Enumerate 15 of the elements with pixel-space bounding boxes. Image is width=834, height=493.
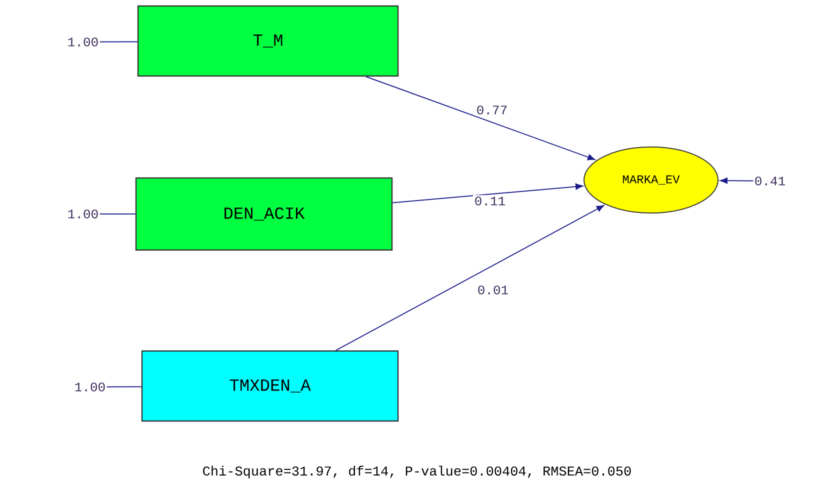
arrow xyxy=(720,178,754,184)
arrow xyxy=(392,183,584,204)
coefficient-label: 0.41 xyxy=(755,176,785,186)
arrow xyxy=(365,76,596,160)
coefficient-label: 1.00 xyxy=(68,38,98,46)
edge-label: 0.11 xyxy=(472,195,508,207)
coefficient-label: 1.00 xyxy=(68,210,98,218)
fit-statistics: Chi-Square=31.97, df=14, P-value=0.00404, RMSEA=0.050 xyxy=(203,466,631,478)
variable-box: DEN_ACIK xyxy=(135,177,393,251)
variable-box: TMXDEN_A xyxy=(141,350,399,422)
edge-label: 0.77 xyxy=(474,104,510,116)
edge-label: 0.01 xyxy=(476,284,510,296)
coefficient-label: 1.00 xyxy=(75,382,105,392)
variable-box: T_M xyxy=(137,5,399,77)
arrow xyxy=(335,205,604,351)
